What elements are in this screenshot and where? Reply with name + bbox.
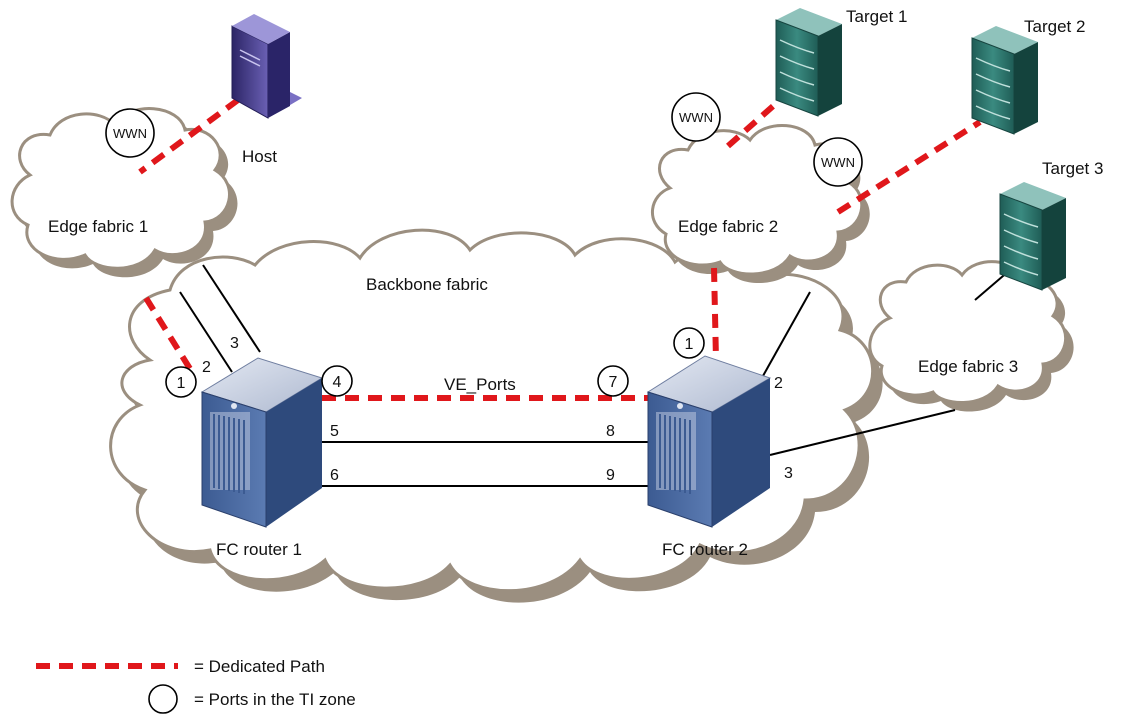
port-r2-p2: 2: [774, 375, 783, 392]
edge-fabric-1-label: Edge fabric 1: [48, 217, 148, 236]
wwn-marker-target-2: WWN: [813, 137, 863, 187]
target-3-label: Target 3: [1042, 159, 1103, 178]
fc-router-1-label: FC router 1: [216, 540, 302, 559]
target-1-label: Target 1: [846, 7, 907, 26]
ti-zone-port-r2-p1: 1: [673, 327, 705, 359]
fc-router-2-icon: [646, 355, 772, 528]
wwn-marker-target-1: WWN: [671, 92, 721, 142]
svg-text:1: 1: [685, 336, 694, 353]
host-label: Host: [242, 147, 277, 166]
dedicated-ef2-target1: [726, 97, 782, 149]
backbone-fabric-label: Backbone fabric: [366, 275, 488, 294]
target-2-label: Target 2: [1024, 17, 1085, 36]
target-1-storage-icon: [775, 8, 842, 117]
fc-router-1-icon: [200, 357, 324, 528]
dedicated-host-ef1: [138, 97, 240, 175]
edge-fabric-3-label: Edge fabric 3: [918, 357, 1018, 376]
target-2-storage-icon: [971, 26, 1038, 135]
port-r1-p2: 2: [202, 359, 211, 376]
legend-ti-zone-label: = Ports in the TI zone: [194, 690, 356, 709]
svg-text:WWN: WWN: [679, 110, 713, 125]
edge-fabric-2-label: Edge fabric 2: [678, 217, 778, 236]
fabric-links: [179, 264, 1011, 487]
ti-zone-port-r1-p1: 1: [165, 366, 197, 398]
svg-text:4: 4: [333, 374, 342, 391]
ve-ports-label: VE_Ports: [444, 375, 516, 394]
link-ef3-r2-port3: [769, 409, 956, 456]
legend: = Dedicated Path = Ports in the TI zone: [36, 657, 356, 714]
ti-zone-port-r1-p4: 4: [321, 365, 353, 397]
ti-zone-port-r2-p7: 7: [597, 365, 629, 397]
dedicated-ef1-r1: [143, 296, 195, 374]
port-r1-p6: 6: [330, 467, 339, 484]
svg-text:1: 1: [177, 375, 186, 392]
dedicated-ef2-target2: [836, 119, 982, 215]
target-3-storage-icon: [999, 182, 1066, 291]
wwn-marker-host: WWN: [105, 108, 155, 158]
fc-router-2-label: FC router 2: [662, 540, 748, 559]
legend-ti-zone-swatch: [148, 684, 178, 714]
svg-text:7: 7: [609, 374, 618, 391]
port-r2-p3: 3: [784, 465, 793, 482]
link-ef1-r1-port3: [202, 264, 261, 353]
svg-text:WWN: WWN: [821, 155, 855, 170]
svg-text:WWN: WWN: [113, 126, 147, 141]
port-r2-p9: 9: [606, 467, 615, 484]
port-r1-p5: 5: [330, 423, 339, 440]
port-r2-p8: 8: [606, 423, 615, 440]
link-ef1-r1-port2: [179, 291, 233, 373]
port-r1-p3: 3: [230, 335, 239, 352]
host-server-icon: [231, 14, 302, 119]
legend-dedicated-path-label: = Dedicated Path: [194, 657, 325, 676]
dedicated-r2-ef2: [711, 267, 719, 361]
dedicated-path: [138, 97, 982, 401]
